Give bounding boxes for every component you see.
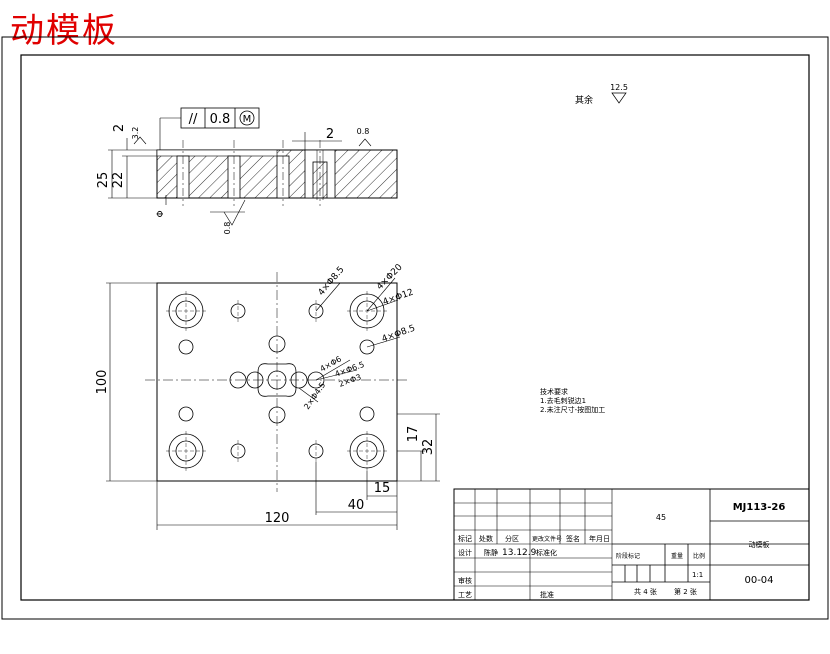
surface-finish-value: 12.5 <box>610 83 628 92</box>
notes-item-1: 1.去毛刺锐边1 <box>540 396 586 405</box>
tb-label-count: 处数 <box>479 534 493 543</box>
callout-2: 4×Φ20 <box>375 262 405 292</box>
tb-scale: 1:1 <box>692 571 703 579</box>
dim-120: 120 <box>265 511 290 526</box>
tb-material: 45 <box>656 513 666 522</box>
tb-label-sign: 签名 <box>566 534 580 543</box>
tb-sheets-total: 共 4 张 <box>634 587 657 596</box>
technical-notes: 技术要求 1.去毛刺锐边1 2.未注尺寸-按图加工 <box>540 387 605 414</box>
surface-finish-note: 其余 12.5 <box>575 83 628 106</box>
tb-code: 00-04 <box>744 575 773 586</box>
small-note: Φ <box>156 210 166 217</box>
dim-25: 25 <box>96 172 111 189</box>
title-block <box>453 488 810 601</box>
tb-label-zone: 分区 <box>505 534 519 543</box>
tb-stage-label: 阶段标记 <box>616 552 640 560</box>
flatness-tolerance: 0.8 <box>210 112 231 127</box>
roughness-3-2: 3.2 <box>131 127 140 140</box>
callout-4: 4×Φ8.5 <box>381 324 417 345</box>
dim-22: 22 <box>111 172 126 189</box>
title-block-text: 标记 处数 分区 更改文件号 签名 年月日 设计 陈静 13.12.9 标准化 … <box>458 502 785 599</box>
flatness-modifier: M <box>243 114 252 125</box>
tb-drawing-no: MJ113-26 <box>733 502 786 513</box>
tb-part-name: 动模板 <box>749 540 770 549</box>
tb-label-change: 更改文件号 <box>532 535 562 543</box>
plan-view: 4×Φ8.5 4×Φ20 4×Φ12 4×Φ8.5 4×Φ6 4×Φ6.5 2×… <box>95 262 440 530</box>
flatness-symbol: // <box>189 112 198 127</box>
dim-2-pocket: 2 <box>326 127 334 142</box>
tb-label-mark: 标记 <box>458 534 472 543</box>
notes-item-2: 2.未注尺寸-按图加工 <box>540 405 605 414</box>
section-view: 25 22 2 // 0.8 M 3.2 2 0.8 0.8 Φ <box>96 107 398 235</box>
dim-40: 40 <box>348 498 365 513</box>
inner-border <box>20 54 810 601</box>
surface-finish-label: 其余 <box>575 94 593 106</box>
tb-weight-label: 重量 <box>671 552 683 560</box>
roughness-0-8-top: 0.8 <box>357 127 370 136</box>
tb-sheet-no: 第 2 张 <box>674 587 697 596</box>
dim-2-left: 2 <box>112 124 127 132</box>
tb-review-label: 审核 <box>458 576 472 585</box>
tb-design-date: 13.12.9 <box>502 548 537 558</box>
dim-15: 15 <box>374 481 391 496</box>
roughness-0-8-bottom: 0.8 <box>223 222 232 235</box>
callout-8: 2×Φ4.5 <box>302 381 327 411</box>
tb-approve-label: 批准 <box>540 590 554 599</box>
tb-process-label: 工艺 <box>458 591 472 599</box>
dim-17: 17 <box>406 426 421 443</box>
dim-32: 32 <box>421 439 436 456</box>
outer-border <box>1 36 829 620</box>
plan-plate <box>156 282 398 482</box>
drawing-title: 动模板 <box>10 11 118 51</box>
dim-100: 100 <box>95 370 110 395</box>
tb-standardize-label: 标准化 <box>536 548 557 557</box>
tb-label-date: 年月日 <box>589 534 610 543</box>
notes-title: 技术要求 <box>540 387 568 396</box>
tb-scale-label: 比例 <box>693 552 705 560</box>
tb-designer-label: 设计 <box>458 548 472 557</box>
tb-designer-name: 陈静 <box>484 548 498 557</box>
callout-3: 4×Φ12 <box>382 288 415 308</box>
